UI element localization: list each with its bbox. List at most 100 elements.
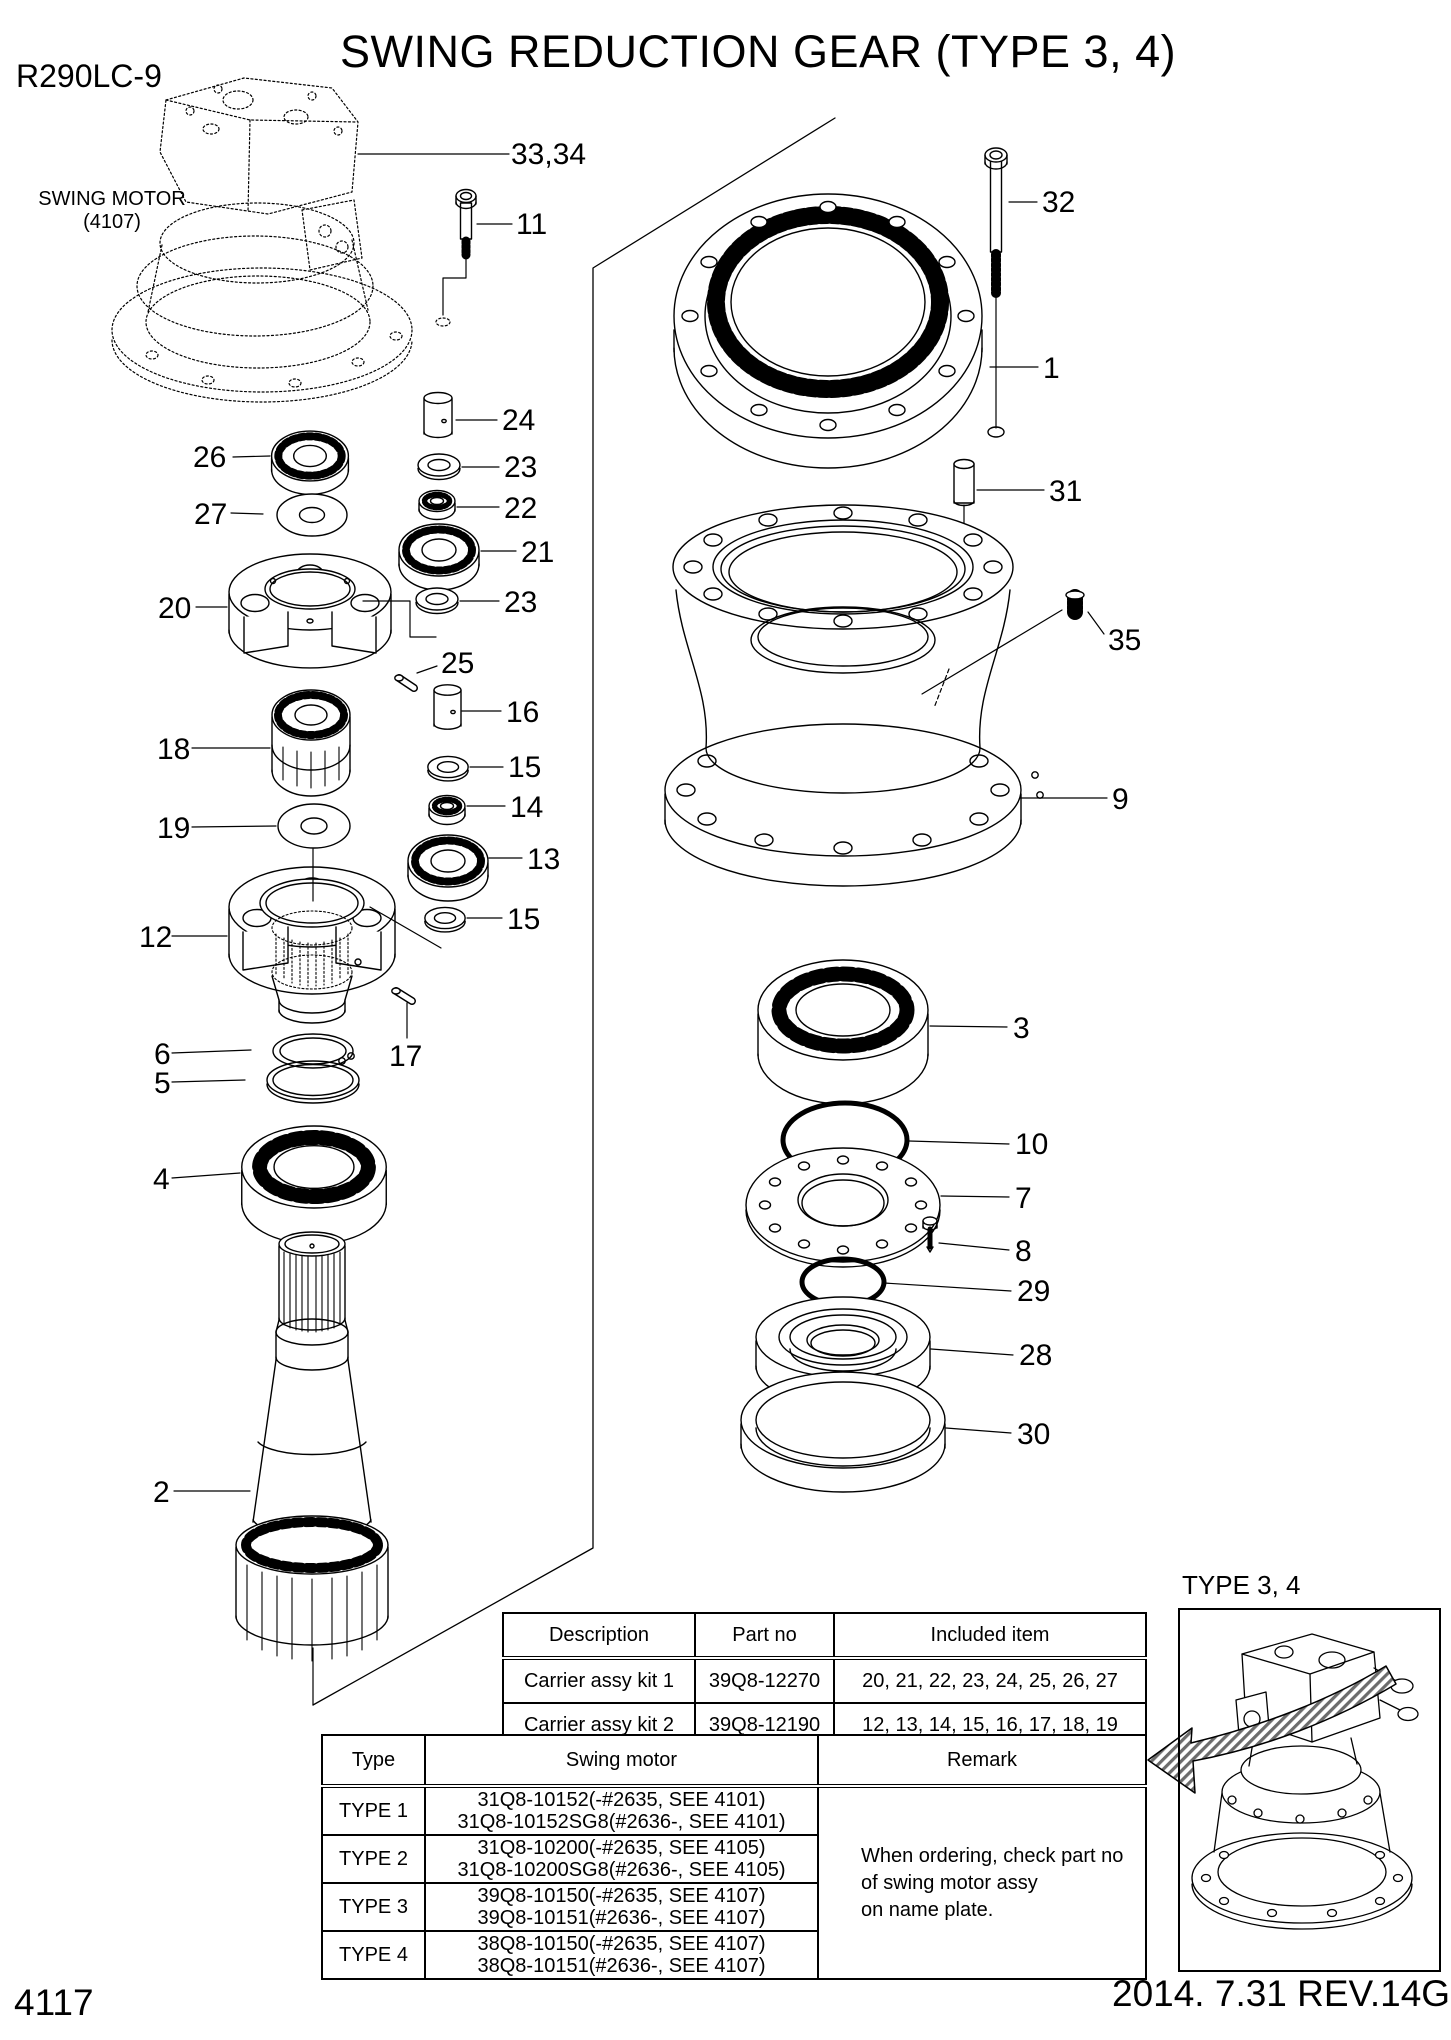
callout-16: 16 xyxy=(506,696,539,729)
kits-header-description: Description xyxy=(502,1612,696,1660)
kit1-part-no: 39Q8-12270 xyxy=(694,1657,835,1704)
part-thrust-washer-19 xyxy=(277,803,351,849)
swing-motor-types-table: Type Swing motor Remark TYPE 1 31Q8-1015… xyxy=(321,1734,1147,1980)
table-row: Carrier assy kit 1 39Q8-12270 20, 21, 22… xyxy=(502,1657,1147,1704)
callout-15b: 15 xyxy=(507,903,540,936)
part-spring-pin-25 xyxy=(394,674,418,692)
part-gear-13 xyxy=(408,835,488,901)
part-pin-16 xyxy=(433,684,462,730)
callout-13: 13 xyxy=(527,843,560,876)
callout-30: 30 xyxy=(1017,1418,1050,1451)
callout-22: 22 xyxy=(504,492,537,525)
type2-line1: 31Q8-10200(-#2635, SEE 4105) xyxy=(477,1837,766,1859)
type3-line1: 39Q8-10150(-#2635, SEE 4107) xyxy=(477,1885,766,1907)
callout-6: 6 xyxy=(154,1038,171,1071)
type4-line2: 38Q8-10151(#2636-, SEE 4107) xyxy=(477,1955,766,1977)
part-bolt-8 xyxy=(922,1216,938,1253)
part-snap-ring-6 xyxy=(272,1033,355,1069)
types-header-type: Type xyxy=(321,1734,426,1788)
part-bearing-22 xyxy=(419,491,455,520)
group-boundary-line xyxy=(312,117,836,1706)
callout-25: 25 xyxy=(441,647,474,680)
callout-23: 23 xyxy=(504,451,537,484)
type2-label: TYPE 2 xyxy=(321,1834,426,1884)
callout-8: 8 xyxy=(1015,1235,1032,1268)
callout-27: 27 xyxy=(194,498,227,531)
callout-33-34: 33,34 xyxy=(511,138,586,171)
callout-35: 35 xyxy=(1108,624,1141,657)
part-plate-7 xyxy=(745,1147,941,1268)
carrier-kits-table: Description Part no Included item Carrie… xyxy=(502,1612,1147,1748)
part-washer-23 xyxy=(417,453,461,481)
part-seal-28 xyxy=(755,1296,931,1407)
kit1-included-item: 20, 21, 22, 23, 24, 25, 26, 27 xyxy=(833,1657,1147,1704)
table-row: TYPE 1 31Q8-10152(-#2635, SEE 4101) 31Q8… xyxy=(321,1785,1147,1980)
reference-arrow xyxy=(1147,1665,1397,1794)
part-carrier-12 xyxy=(228,866,396,1024)
callout-31: 31 xyxy=(1049,475,1082,508)
part-spring-pin-17 xyxy=(391,987,416,1005)
callout-2: 2 xyxy=(153,1476,170,1509)
callout-29: 29 xyxy=(1017,1275,1050,1308)
type1-line2: 31Q8-10152SG8(#2636-, SEE 4101) xyxy=(457,1811,786,1833)
types-header-swing-motor: Swing motor xyxy=(424,1734,819,1788)
type4-line1: 38Q8-10150(-#2635, SEE 4107) xyxy=(477,1933,766,1955)
part-gear-26 xyxy=(272,431,349,494)
part-washer-15 xyxy=(427,755,469,782)
callout-24: 24 xyxy=(502,404,535,437)
part-gear-21 xyxy=(399,524,479,590)
callout-14: 14 xyxy=(510,791,543,824)
callout-labels: 33,34 11 24 23 22 21 23 26 27 20 25 16 1… xyxy=(139,138,1141,1509)
part-ring-gear-1 xyxy=(673,193,983,469)
table-row: TYPE 4 38Q8-10150(-#2635, SEE 4107) 38Q8… xyxy=(321,1930,1146,1980)
callout-5: 5 xyxy=(154,1067,171,1100)
type3-part-numbers: 39Q8-10150(-#2635, SEE 4107) 39Q8-10151(… xyxy=(424,1882,819,1932)
type-box-motor-drawing xyxy=(1191,1633,1419,1930)
part-ring-30 xyxy=(740,1371,946,1493)
types-table-header-row: Type Swing motor Remark xyxy=(321,1734,1147,1788)
swing-motor-label-line2: (4107) xyxy=(83,211,141,233)
swing-motor-drawing xyxy=(111,77,451,403)
type4-part-numbers: 38Q8-10150(-#2635, SEE 4107) 38Q8-10151(… xyxy=(424,1930,819,1980)
callout-28: 28 xyxy=(1019,1339,1052,1372)
type2-line2: 31Q8-10200SG8(#2636-, SEE 4105) xyxy=(457,1859,786,1881)
part-bearing-14 xyxy=(429,796,465,825)
type2-part-numbers: 31Q8-10200(-#2635, SEE 4105) 31Q8-10200S… xyxy=(424,1834,819,1884)
type1-label: TYPE 1 xyxy=(321,1785,426,1836)
callout-15: 15 xyxy=(508,751,541,784)
remark-line2: of swing motor assy xyxy=(861,1871,1038,1894)
callout-18: 18 xyxy=(157,733,190,766)
type4-label: TYPE 4 xyxy=(321,1930,426,1980)
callout-1: 1 xyxy=(1043,352,1060,385)
remark-line3: on name plate. xyxy=(861,1898,994,1921)
callout-21: 21 xyxy=(521,536,554,569)
callout-4: 4 xyxy=(153,1163,170,1196)
page-title: SWING REDUCTION GEAR (TYPE 3, 4) xyxy=(340,26,1177,77)
kits-table-header-row: Description Part no Included item xyxy=(502,1612,1147,1660)
callout-26: 26 xyxy=(193,441,226,474)
callout-9: 9 xyxy=(1112,783,1129,816)
callout-23b: 23 xyxy=(504,586,537,619)
callout-12: 12 xyxy=(139,921,172,954)
type-box-label: TYPE 3, 4 xyxy=(1182,1570,1301,1600)
type1-part-numbers: 31Q8-10152(-#2635, SEE 4101) 31Q8-10152S… xyxy=(424,1785,819,1836)
revision-date: 2014. 7.31 REV.14G xyxy=(1112,1973,1451,2014)
kits-header-part-no: Part no xyxy=(694,1612,835,1660)
part-bearing-3 xyxy=(758,960,928,1104)
types-header-remark: Remark xyxy=(817,1734,1147,1788)
callout-19: 19 xyxy=(157,812,190,845)
part-socket-bolt-11 xyxy=(455,188,477,260)
part-pin-24 xyxy=(423,391,453,439)
part-washer-15b xyxy=(424,906,466,933)
kits-header-included-item: Included item xyxy=(833,1612,1147,1660)
type1-line1: 31Q8-10152(-#2635, SEE 4101) xyxy=(477,1789,766,1811)
callout-32: 32 xyxy=(1042,186,1075,219)
leader-lines xyxy=(171,153,1108,1492)
part-thrust-washer-27 xyxy=(276,493,348,537)
part-ring-5 xyxy=(266,1060,360,1104)
part-pin-31 xyxy=(953,458,975,557)
table-row: TYPE 3 39Q8-10150(-#2635, SEE 4107) 39Q8… xyxy=(321,1882,1146,1932)
remark-cell: When ordering, check part no of swing mo… xyxy=(817,1785,1147,1980)
